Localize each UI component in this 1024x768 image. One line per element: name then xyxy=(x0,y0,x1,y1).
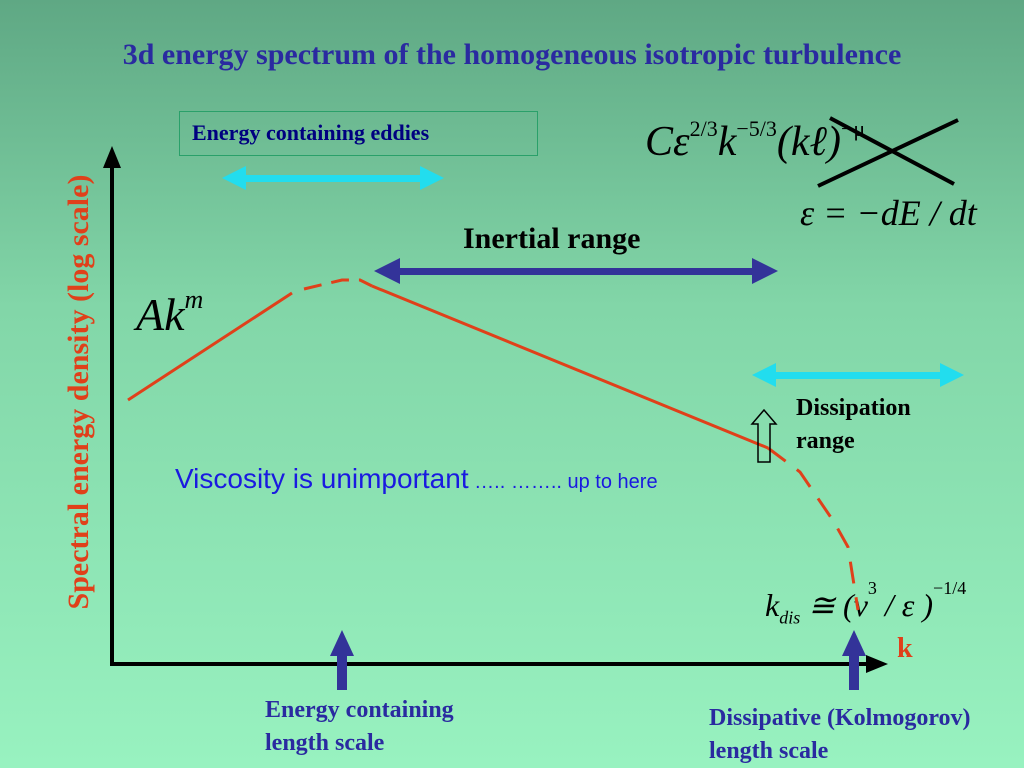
curve-inertial-segment xyxy=(371,284,769,450)
kdis-exp: −1/4 xyxy=(933,578,967,599)
formula-exp-23: 2/3 xyxy=(689,116,718,141)
akm-exponent: m xyxy=(184,284,204,314)
dissipation-range-arrow xyxy=(752,363,964,387)
dissipation-rate-formula: ε = −dE / dt xyxy=(800,193,977,233)
inertial-range-arrow xyxy=(374,258,778,284)
energy-length-line2: length scale xyxy=(265,730,385,756)
kdis-rest: / ε ) xyxy=(876,587,934,623)
x-axis-label: k xyxy=(897,633,913,664)
dissipative-length-label: Dissipative (Kolmogorov) length scale xyxy=(709,702,971,768)
dissipation-range-label: Dissipation range xyxy=(796,392,911,458)
formula-crossed-term: (kℓ) xyxy=(776,119,841,165)
dissipation-range-line2: range xyxy=(796,428,855,454)
energy-containing-eddies-box: Energy containing eddies xyxy=(179,111,538,156)
crossed-out-mark xyxy=(817,116,959,188)
curve-dissipation-dashed xyxy=(767,446,860,611)
kdis-nu-exp: 3 xyxy=(867,578,877,599)
energy-eddies-arrow xyxy=(222,166,444,190)
curve-peak-dashed xyxy=(303,278,373,291)
curve-rising-segment xyxy=(127,291,293,402)
dissipation-range-line1: Dissipation xyxy=(796,395,911,421)
formula-exp-53: −5/3 xyxy=(736,116,777,141)
energy-length-line1: Energy containing xyxy=(265,697,454,723)
energy-containing-length-label: Energy containing length scale xyxy=(265,694,454,760)
kdis-sub: dis xyxy=(779,607,801,628)
dissipative-length-line2: length scale xyxy=(709,738,829,764)
kdis-k: k xyxy=(765,587,780,623)
x-axis-arrowhead xyxy=(866,655,888,673)
page-title: 3d energy spectrum of the homogeneous is… xyxy=(122,38,902,71)
viscosity-main: Viscosity is unimportant xyxy=(175,463,469,494)
viscosity-note: Viscosity is unimportant ….. …….. up to … xyxy=(175,463,658,495)
viscosity-dots: ….. …….. up to here xyxy=(468,471,658,493)
hollow-up-arrow xyxy=(750,408,778,463)
akm-formula: Akm xyxy=(136,284,204,341)
dissipative-length-line1: Dissipative (Kolmogorov) xyxy=(709,705,971,731)
formula-k: k xyxy=(717,119,737,165)
energy-length-marker-arrow xyxy=(330,630,354,690)
akm-base: Ak xyxy=(136,289,185,340)
inertial-range-label: Inertial range xyxy=(463,222,641,255)
spectrum-formula: Cε2/3k−5/3(kℓ)−μ xyxy=(645,116,865,166)
formula-c-eps: Cε xyxy=(645,119,690,165)
dissipative-length-marker-arrow xyxy=(842,630,866,690)
spectrum-curve xyxy=(127,278,860,611)
y-axis-arrowhead xyxy=(103,146,121,168)
